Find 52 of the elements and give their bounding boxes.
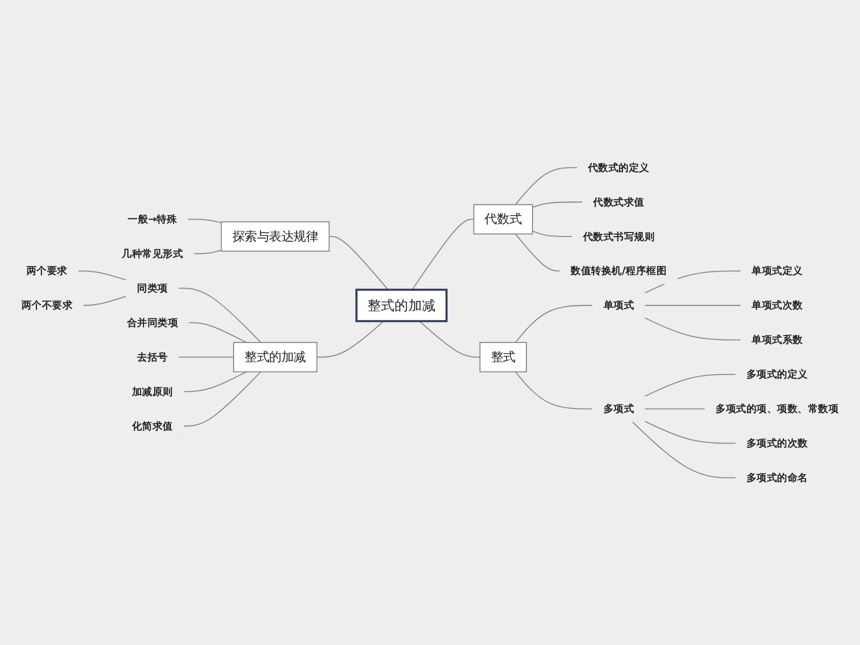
node-text: 两个不要求	[21, 298, 73, 312]
connector	[78, 270, 126, 280]
node-text: 多项式	[603, 402, 634, 415]
connector	[644, 420, 736, 444]
node-text: 单项式次数	[752, 298, 803, 312]
connector	[316, 320, 384, 358]
node-text: 合并同类项	[126, 316, 178, 328]
node-text: 代数式求值	[593, 196, 644, 208]
node-text: 同类项	[137, 282, 168, 294]
connector	[412, 218, 474, 290]
connector	[515, 304, 592, 343]
node-text: 代数式书写规则	[582, 230, 655, 242]
connector	[644, 317, 741, 340]
connector	[329, 236, 389, 290]
node-text: 多项式的定义	[746, 368, 808, 380]
connector	[188, 218, 222, 224]
node-text: 单项式	[603, 298, 634, 312]
connector	[178, 356, 234, 358]
node-text: 多项式的次数	[746, 436, 808, 450]
connector	[515, 166, 578, 205]
connector	[644, 304, 741, 306]
node-text: 化简求值	[132, 420, 173, 432]
connector	[515, 371, 592, 410]
node-text: 一般→特殊	[128, 212, 178, 226]
connector	[418, 320, 480, 358]
connector	[194, 250, 222, 254]
connector	[178, 288, 262, 343]
connector	[84, 296, 126, 306]
connector	[644, 408, 705, 410]
connector	[532, 201, 582, 208]
node-box: 整式	[479, 342, 527, 372]
node-box: 代数式	[473, 204, 534, 234]
connector	[644, 374, 736, 397]
node-box: 整式的加减	[233, 342, 318, 372]
connector	[184, 371, 247, 392]
node-text: 代数式的定义	[588, 161, 650, 174]
node-box: 整式的加减	[355, 288, 448, 322]
node-box: 探索与表达规律	[220, 221, 330, 252]
node-text: 单项式定义	[752, 264, 803, 277]
node-text: 多项式的命名	[746, 471, 808, 484]
connector	[515, 233, 560, 272]
connector	[532, 230, 572, 237]
connector	[188, 322, 247, 343]
node-text: 几种常见形式	[122, 247, 184, 260]
node-text: 两个要求	[26, 264, 68, 277]
node-text: 加减原则	[132, 385, 173, 398]
node-text: 去括号	[137, 350, 168, 363]
connector	[632, 421, 736, 478]
connector	[184, 371, 262, 426]
node-text: 多项式的项、项数、常数项	[716, 402, 839, 415]
connector	[644, 270, 741, 294]
node-text: 单项式系数	[752, 333, 803, 346]
